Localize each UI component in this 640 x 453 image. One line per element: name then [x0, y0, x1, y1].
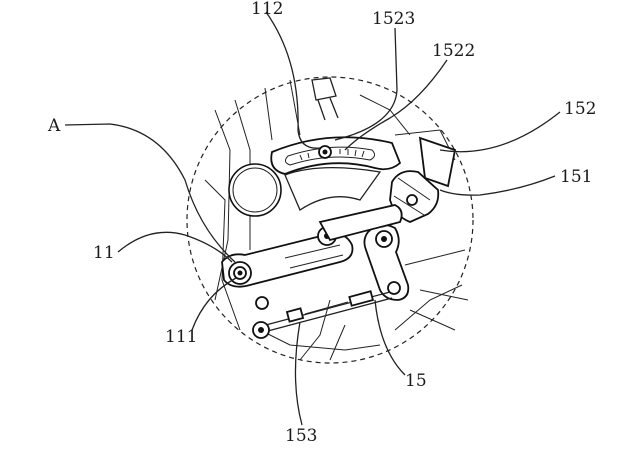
label-1522: 1522: [432, 41, 475, 61]
connector-151: [389, 170, 440, 223]
leader-lines: [64, 11, 561, 426]
mechanism-assembly: [204, 77, 469, 361]
label-153: 153: [285, 426, 317, 446]
detail-circle: [186, 76, 474, 364]
label-A: A: [47, 116, 61, 136]
label-111: 111: [165, 327, 197, 347]
lever-11: [221, 232, 354, 288]
label-11: 11: [93, 243, 115, 263]
link-15: [363, 223, 410, 301]
label-151: 151: [560, 167, 592, 187]
round-boss: [228, 163, 282, 217]
reference-labels: 112 1523 1522 152 A 151 11 111 15 153: [47, 0, 596, 446]
label-152: 152: [564, 99, 596, 119]
scale-ticks: [299, 149, 365, 161]
label-112: 112: [251, 0, 283, 19]
rod-153: [252, 290, 393, 339]
arc-plate: [270, 136, 402, 175]
label-1523: 1523: [372, 9, 415, 29]
label-15: 15: [405, 371, 427, 391]
